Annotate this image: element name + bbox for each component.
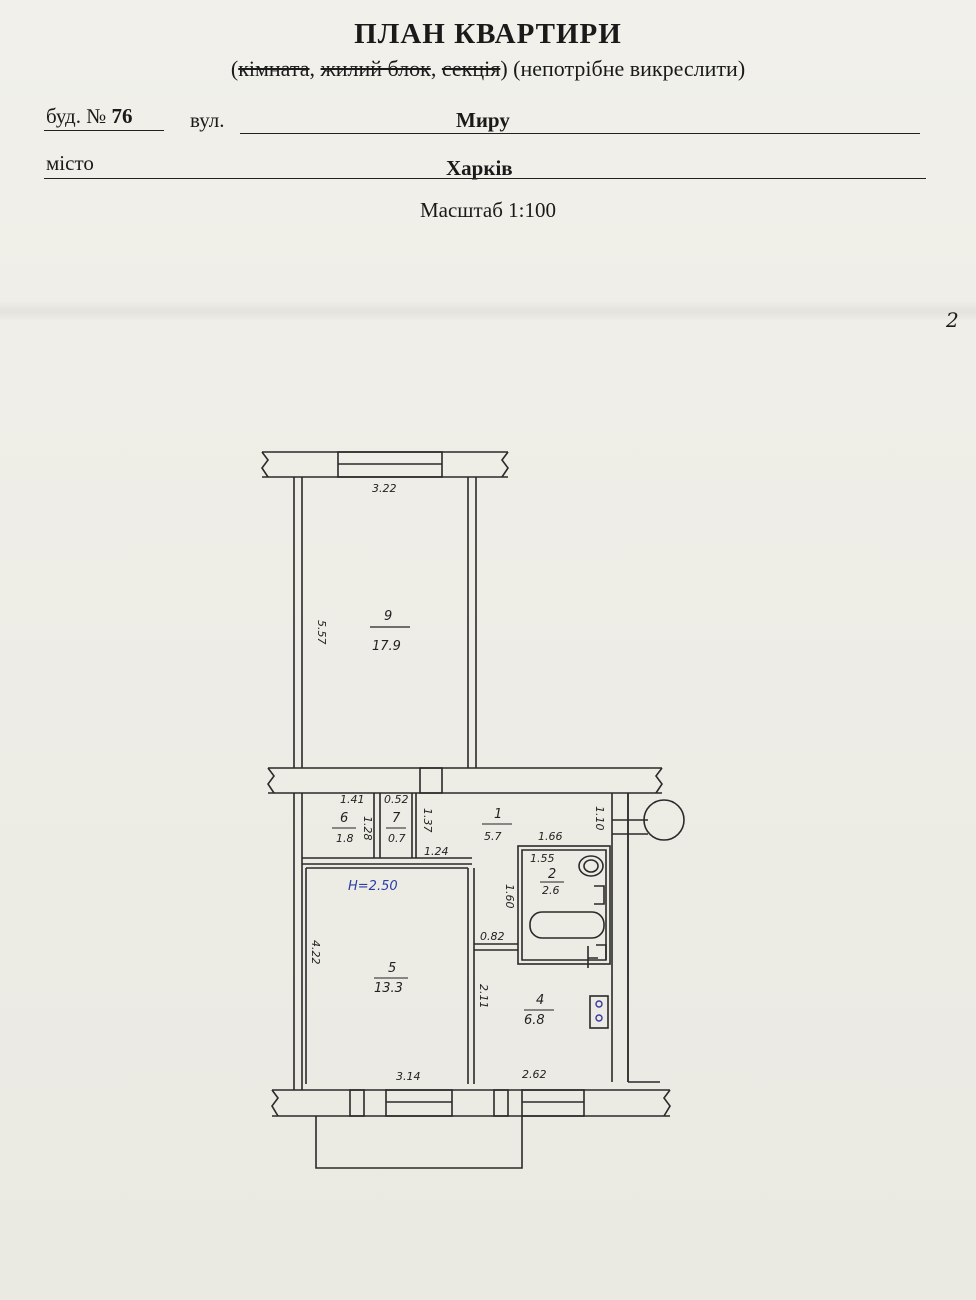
dim-room9-length: 5.57 xyxy=(315,620,328,645)
room4-number: 4 xyxy=(536,993,544,1008)
subtitle-note: (непотрібне викреслити) xyxy=(507,56,746,81)
room6-area: 1.8 xyxy=(336,832,354,845)
room1-area: 5.7 xyxy=(484,830,502,843)
room9-area: 17.9 xyxy=(372,639,401,654)
dim-room6-width: 1.41 xyxy=(340,793,365,806)
room9-number: 9 xyxy=(384,609,392,624)
riser-circle xyxy=(643,799,685,841)
dim-bath-depth: 1.60 xyxy=(503,884,516,909)
paper-fold xyxy=(0,300,976,322)
subtitle-section-struck: секція xyxy=(441,56,501,81)
dim-room4-length: 2.11 xyxy=(477,984,490,1009)
subtitle-open: ( xyxy=(230,56,239,81)
dim-hall-right: 1.10 xyxy=(593,806,606,831)
ceiling-height: H=2.50 xyxy=(348,879,398,894)
dim-bath-width: 1.55 xyxy=(530,852,555,865)
building-underline xyxy=(44,130,164,131)
building-row: буд. № 76 xyxy=(46,104,133,129)
subtitle-sep-2: , xyxy=(430,56,442,81)
street-label: вул. xyxy=(190,108,225,132)
room2-number: 2 xyxy=(548,867,556,882)
building-number: 76 xyxy=(111,104,133,128)
room6-number: 6 xyxy=(340,811,348,826)
subtitle-sep-1: , xyxy=(309,56,321,81)
stove-burner-bottom xyxy=(595,1014,603,1022)
dim-room7-depth: 1.37 xyxy=(421,808,434,833)
room7-number: 7 xyxy=(392,811,401,826)
street-value: Миру xyxy=(456,108,510,132)
subtitle-close: ) xyxy=(500,56,508,81)
dim-passage: 0.82 xyxy=(480,930,505,943)
room1-number: 1 xyxy=(494,807,502,822)
stove-burner-top xyxy=(595,1000,603,1008)
dim-room5-length: 4.22 xyxy=(309,940,322,965)
room2-area: 2.6 xyxy=(542,884,560,897)
dim-room7-width: 0.52 xyxy=(384,793,409,806)
street-underline xyxy=(240,133,920,134)
dim-hall-door: 1.24 xyxy=(424,845,449,858)
dim-room9-width: 3.22 xyxy=(372,482,397,495)
city-value: Харків xyxy=(446,156,513,180)
page-title: ПЛАН КВАРТИРИ xyxy=(354,18,622,50)
subtitle-room-struck: кімната xyxy=(238,56,310,81)
plan-walls xyxy=(261,451,671,1169)
room5-number: 5 xyxy=(388,961,396,976)
dim-room6-depth: 1.28 xyxy=(361,816,374,841)
room7-area: 0.7 xyxy=(388,832,406,845)
city-label: місто xyxy=(46,151,94,175)
scale-label: Масштаб 1:100 xyxy=(419,198,556,222)
dim-room5-width: 3.14 xyxy=(396,1070,421,1083)
room5-area: 13.3 xyxy=(374,981,403,996)
room4-area: 6.8 xyxy=(524,1013,545,1028)
dim-room4-width: 2.62 xyxy=(522,1068,547,1081)
subtitle: (кімната, жилий блок, секція) (непотрібн… xyxy=(0,56,976,82)
building-label: буд. № xyxy=(46,104,107,128)
dim-hall-width: 1.66 xyxy=(538,830,563,843)
city-underline xyxy=(44,178,926,179)
page-mark: 2 xyxy=(946,308,959,332)
subtitle-block-struck: жилий блок xyxy=(320,56,431,81)
